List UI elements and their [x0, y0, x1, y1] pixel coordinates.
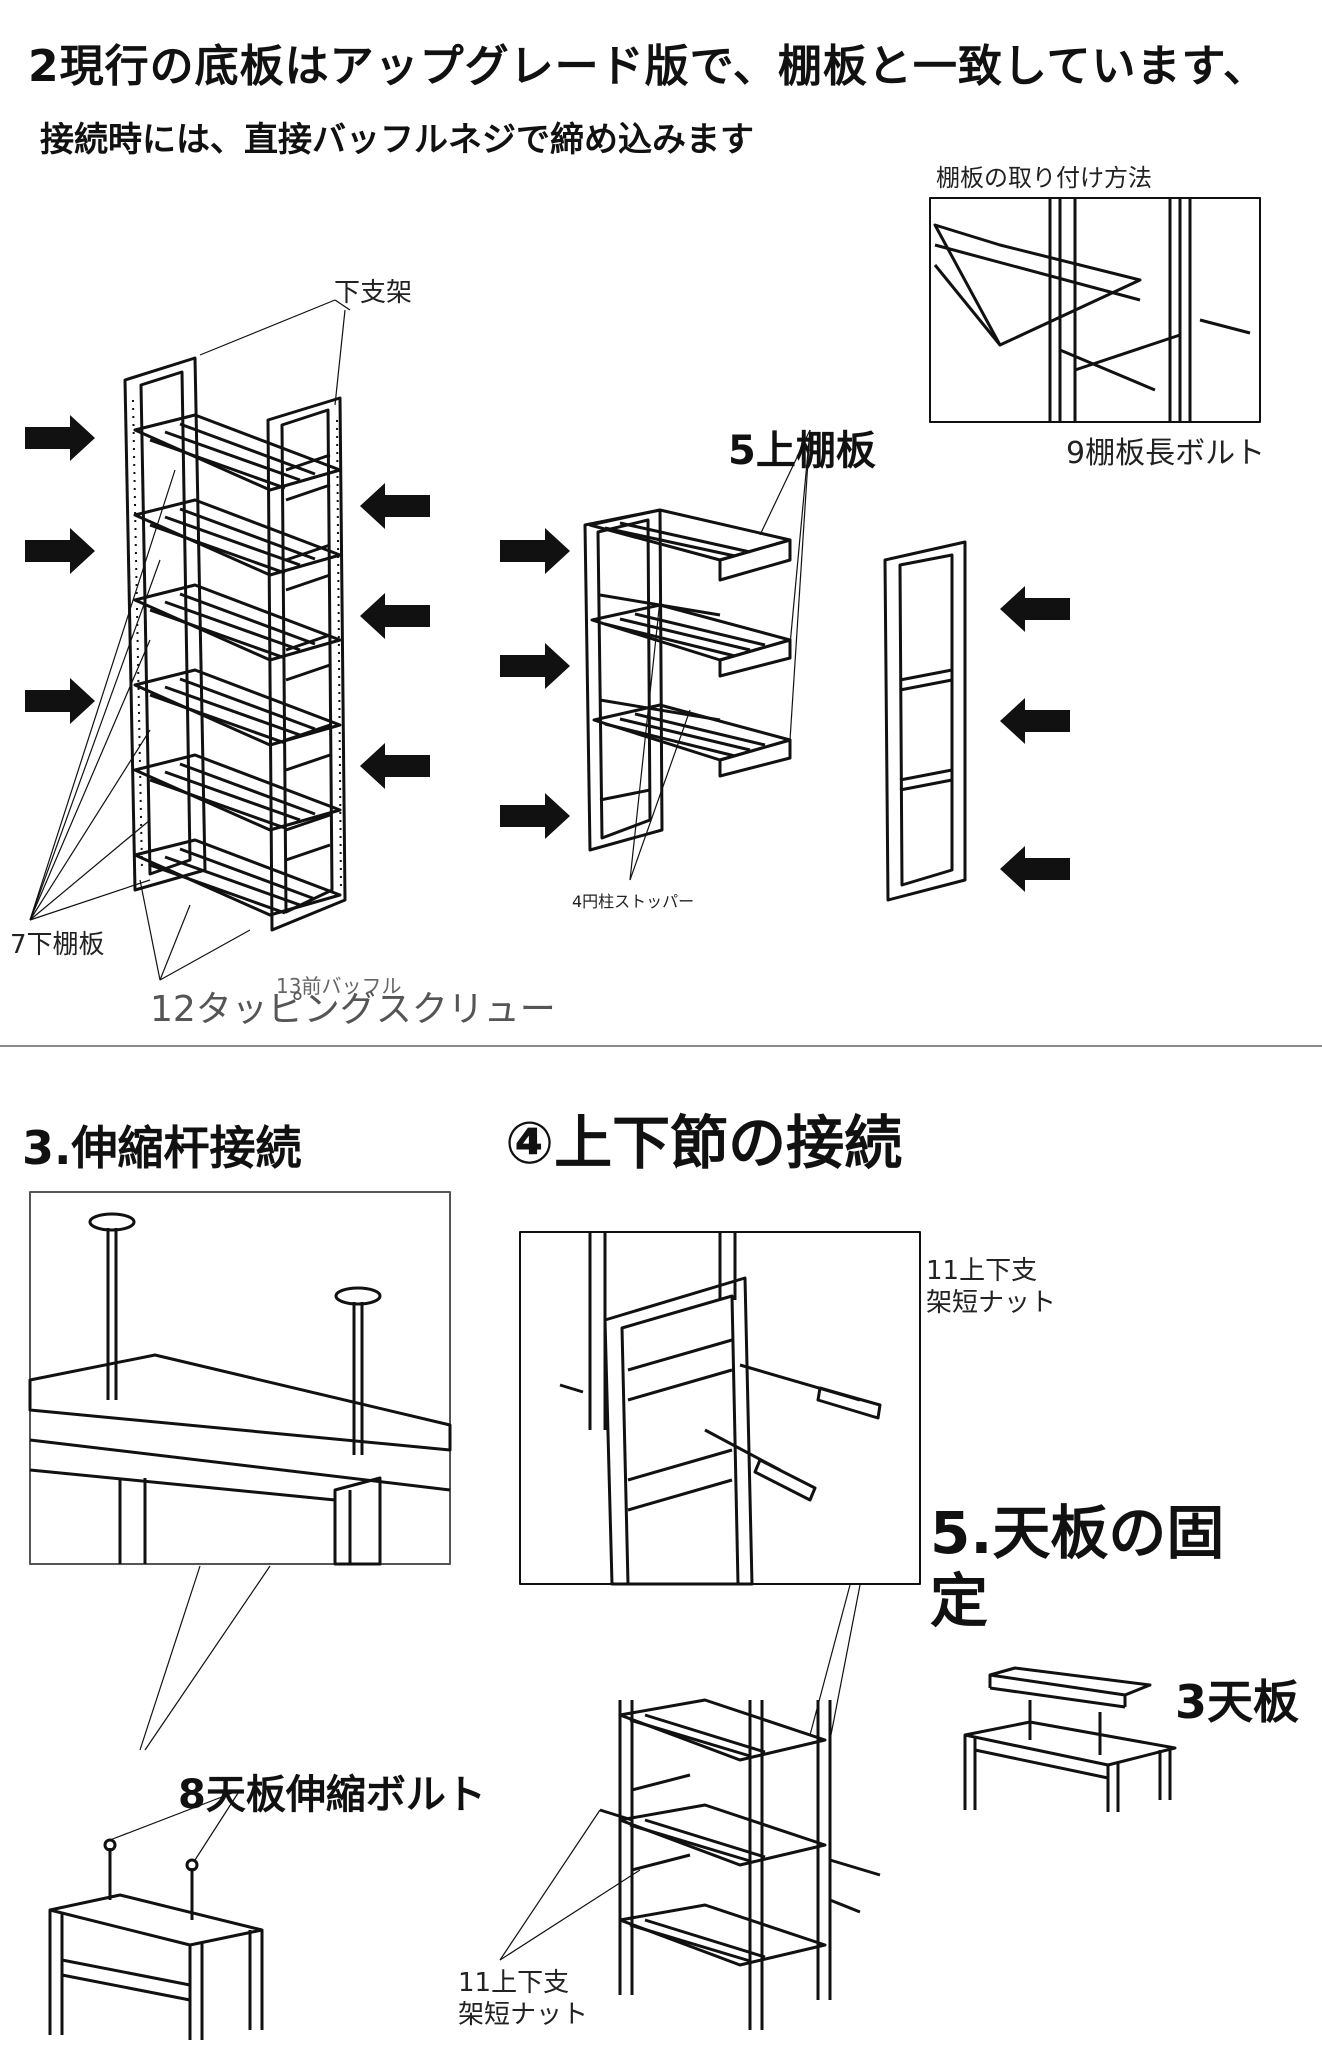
arrow-left-icon [360, 593, 430, 639]
label-shelf-bolt: 9棚板長ボルト [1066, 436, 1266, 471]
two-tier-unit [599, 1698, 881, 2030]
assembly-top-figure [25, 197, 1261, 981]
label-nut-top-1: 11上下支 [926, 1256, 1038, 1286]
step4-title: ④上下節の接続 [505, 1109, 903, 1177]
arrow-right-icon [500, 643, 570, 689]
label-nut-top-2: 架短ナット [926, 1288, 1057, 1318]
step5-title-2: 定 [930, 1567, 989, 1635]
arrow-left-icon [360, 483, 430, 529]
arrow-right-icon [25, 678, 95, 724]
label-front-baffle: 13前バッフル [276, 974, 402, 998]
label-lower-frame: 下支架 [334, 278, 413, 308]
step3-title: 3.伸縮杆接続 [22, 1121, 302, 1175]
label-nut-bottom-1: 11上下支 [458, 1968, 570, 1998]
label-nut-bottom-2: 架短ナット [458, 2000, 589, 2030]
label-lower-shelf: 7下棚板 [10, 930, 105, 960]
label-telescopic-bolt: 8天板伸縮ボルト [178, 1772, 486, 1818]
joint-inset [519, 1231, 921, 1586]
arrow-left-icon [1000, 846, 1070, 892]
arrow-left-icon [360, 743, 430, 789]
telescopic-rod-inset [28, 1191, 452, 1566]
side-frame-panel [883, 540, 967, 902]
arrow-right-icon [25, 528, 95, 574]
arrow-left-icon [1000, 586, 1070, 632]
label-stopper: 4円柱ストッパー [572, 892, 695, 911]
header-line-1: 2現行の底板はアップグレード版で、棚板と一致しています、 [28, 41, 1269, 92]
arrow-right-icon [25, 415, 95, 461]
arrow-left-icon [1000, 698, 1070, 744]
telescopic-bolt-table [48, 1838, 264, 2040]
label-shelf-method: 棚板の取り付け方法 [936, 164, 1152, 192]
label-tapping-screw: 12タッピングスクリュー [150, 989, 556, 1030]
arrow-right-icon [500, 528, 570, 574]
step5-title-1: 5.天板の固 [930, 1499, 1225, 1567]
label-top-board: 3天板 [1175, 1675, 1300, 1729]
left-shelf-unit [123, 356, 347, 932]
top-board-unit [963, 1666, 1177, 1812]
assembly-bottom-figure [28, 1191, 1177, 2040]
shelf-method-inset [929, 197, 1261, 423]
arrow-right-icon [500, 793, 570, 839]
arrow-group [25, 415, 1070, 892]
middle-shelf-unit [583, 508, 792, 852]
header-line-2: 接続時には、直接バッフルネジで締め込みます [40, 120, 754, 160]
section-divider [0, 1045, 1322, 1047]
label-upper-shelf: 5上棚板 [728, 428, 876, 474]
